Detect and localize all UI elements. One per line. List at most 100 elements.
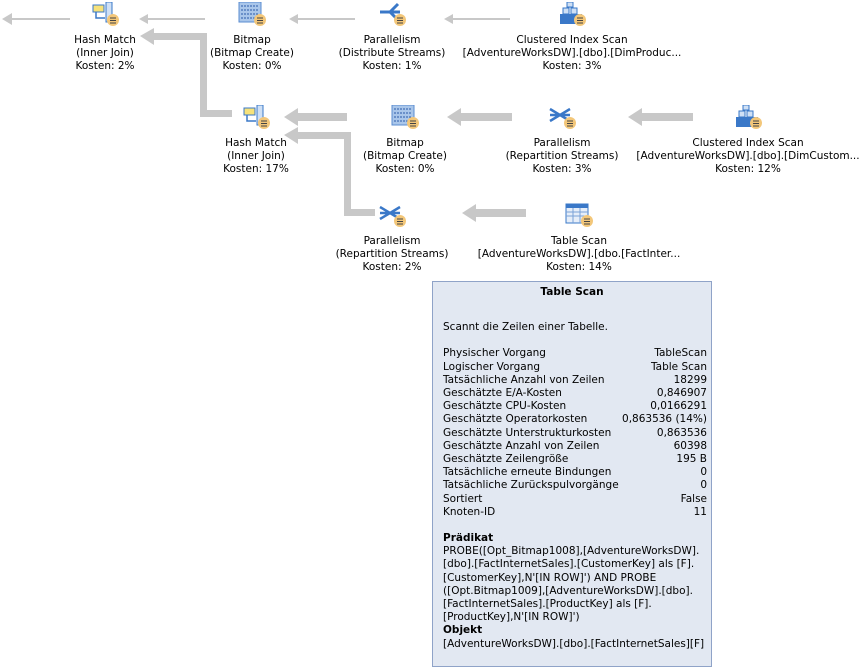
arrow-elbow-hash2-hash1	[140, 28, 232, 117]
plan-node-parallelism[interactable]: Parallelism (Repartition Streams) Kosten…	[262, 203, 522, 274]
predicate-line: PROBE([Opt_Bitmap1008],[AdventureWorksDW…	[443, 545, 700, 558]
clustered-index-scan-icon	[558, 2, 586, 26]
node-name: Parallelism	[363, 235, 421, 247]
node-cost: Kosten: 12%	[715, 163, 781, 175]
property-name: Tatsächliche Zurückspulvorgänge	[443, 479, 619, 492]
property-row: Tatsächliche Anzahl von Zeilen 18299	[443, 374, 707, 387]
property-name: Tatsächliche Anzahl von Zeilen	[443, 373, 605, 386]
property-name: Geschätzte Zeilengröße	[443, 453, 569, 466]
parallelism-repartition-icon	[548, 105, 576, 129]
node-subtitle: (Repartition Streams)	[505, 150, 619, 162]
hash-match-icon	[91, 2, 119, 26]
parallelism-distribute-icon	[378, 2, 406, 26]
property-value: 11	[693, 505, 707, 518]
property-value: 0,863536	[656, 426, 707, 439]
property-name: Physischer Vorgang	[443, 347, 546, 360]
property-value: 0,863536 (14%)	[622, 413, 707, 426]
table-scan-icon	[565, 203, 593, 227]
node-cost: Kosten: 1%	[362, 60, 422, 72]
clustered-index-scan-icon	[734, 105, 762, 129]
node-subtitle: [AdventureWorksDW].[dbo].[DimCustom...	[636, 150, 860, 162]
property-value: 195 B	[676, 453, 707, 466]
property-value: False	[680, 492, 707, 505]
property-value: 18299	[673, 373, 707, 386]
operator-tooltip: Table Scan Scannt die Zeilen einer Tabel…	[432, 281, 712, 667]
property-value: 0,846907	[656, 387, 707, 400]
tooltip-title: Table Scan	[540, 286, 604, 298]
node-name: Table Scan	[550, 235, 608, 247]
node-cost: Kosten: 3%	[542, 60, 602, 72]
node-cost: Kosten: 0%	[222, 60, 282, 72]
property-row: Physischer Vorgang TableScan	[443, 347, 707, 360]
property-name: Geschätzte Operatorkosten	[443, 413, 588, 426]
object-value: [AdventureWorksDW].[dbo].[FactInternetSa…	[443, 637, 705, 650]
node-name: Parallelism	[363, 34, 421, 46]
arrow-thick	[462, 204, 526, 222]
node-name: Bitmap	[386, 137, 424, 149]
property-row: Geschätzte E/A-Kosten 0,846907	[443, 387, 707, 400]
property-row: Sortiert False	[443, 493, 707, 506]
property-value: 60398	[673, 439, 707, 452]
plan-node-hash-match[interactable]: Hash Match (Inner Join) Kosten: 17%	[126, 105, 386, 176]
predicate-line: [FactInternetSales].[ProductKey] als [F]…	[443, 598, 652, 611]
property-name: Sortiert	[443, 492, 483, 505]
property-name: Geschätzte Anzahl von Zeilen	[443, 439, 600, 452]
property-name: Geschätzte Unterstrukturkosten	[443, 426, 612, 439]
property-name: Logischer Vorgang	[443, 360, 541, 373]
node-name: Hash Match	[225, 137, 287, 149]
hash-match-icon	[242, 105, 270, 129]
node-subtitle: [AdventureWorksDW].[dbo].[DimProduc...	[462, 47, 682, 59]
predicate-text: PROBE([Opt_Bitmap1008],[AdventureWorksDW…	[443, 545, 713, 624]
property-value: TableScan	[654, 347, 707, 360]
node-subtitle: (Repartition Streams)	[335, 248, 449, 260]
bitmap-icon	[391, 105, 419, 129]
node-subtitle: (Distribute Streams)	[338, 47, 446, 59]
arrow-thin	[289, 14, 355, 24]
plan-node-table-scan[interactable]: Table Scan [AdventureWorksDW].[dbo.[Fact…	[449, 203, 709, 274]
node-cost: Kosten: 0%	[375, 163, 435, 175]
arrow-thin	[139, 14, 205, 24]
node-name: Hash Match	[74, 34, 136, 46]
node-cost: Kosten: 3%	[532, 163, 592, 175]
property-row: Geschätzte Unterstrukturkosten 0,863536	[443, 427, 707, 440]
plan-node-clustered-index-scan[interactable]: Clustered Index Scan [AdventureWorksDW].…	[618, 105, 863, 176]
plan-node-hash-match[interactable]: Hash Match (Inner Join) Kosten: 2%	[0, 2, 235, 73]
object-label: Objekt	[443, 624, 483, 637]
node-cost: Kosten: 14%	[546, 261, 612, 273]
node-subtitle: (Bitmap Create)	[363, 150, 447, 162]
arrow-thin	[2, 13, 70, 25]
arrow-thick	[447, 108, 512, 126]
property-row: Logischer Vorgang Table Scan	[443, 361, 707, 374]
predicate-line: [ProductKey],N'[IN ROW]')	[443, 611, 580, 624]
plan-node-bitmap[interactable]: Bitmap (Bitmap Create) Kosten: 0%	[122, 2, 382, 73]
property-name: Geschätzte CPU-Kosten	[443, 400, 567, 413]
plan-node-clustered-index-scan[interactable]: Clustered Index Scan [AdventureWorksDW].…	[442, 2, 702, 73]
node-subtitle: (Bitmap Create)	[210, 47, 294, 59]
property-name: Tatsächliche erneute Bindungen	[443, 466, 612, 479]
node-subtitle: [AdventureWorksDW].[dbo.[FactInter...	[477, 248, 681, 260]
property-row: Tatsächliche erneute Bindungen 0	[443, 466, 707, 479]
property-row: Geschätzte Zeilengröße 195 B	[443, 453, 707, 466]
predicate-line: [dbo].[FactInternetSales].[CustomerKey] …	[443, 558, 695, 571]
property-row: Geschätzte Operatorkosten 0,863536 (14%)	[443, 413, 707, 426]
node-subtitle: (Inner Join)	[76, 47, 134, 59]
node-name: Parallelism	[533, 137, 591, 149]
property-name: Geschätzte E/A-Kosten	[443, 387, 562, 400]
predicate-label: Prädikat	[443, 532, 494, 545]
plan-node-parallelism[interactable]: Parallelism (Repartition Streams) Kosten…	[432, 105, 692, 176]
parallelism-repartition-icon	[378, 203, 406, 227]
plan-node-parallelism[interactable]: Parallelism (Distribute Streams) Kosten:…	[262, 2, 522, 73]
plan-node-bitmap[interactable]: Bitmap (Bitmap Create) Kosten: 0%	[275, 105, 535, 176]
node-subtitle: (Inner Join)	[227, 150, 285, 162]
arrow-thick	[628, 108, 693, 126]
property-value: 0	[700, 466, 707, 479]
node-cost: Kosten: 2%	[362, 261, 422, 273]
property-value: Table Scan	[650, 360, 707, 373]
node-name: Clustered Index Scan	[692, 137, 804, 149]
arrow-elbow-par3-hash2	[284, 127, 375, 216]
predicate-line: [CustomerKey],N'[IN ROW]') AND PROBE	[443, 571, 657, 584]
property-value: 0,0166291	[650, 400, 707, 413]
